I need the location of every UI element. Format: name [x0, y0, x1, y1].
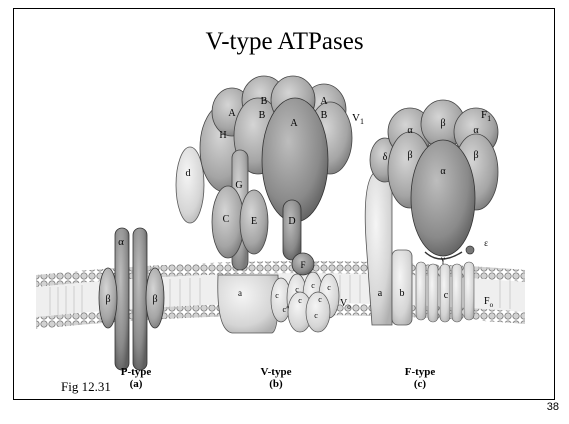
f-label-alpha-center: α — [440, 166, 446, 177]
v-label-c: c — [311, 281, 315, 290]
v-label-G: G — [235, 180, 242, 191]
f-label-alpha-top-right: α — [473, 125, 479, 136]
f-label-gamma: γ — [440, 254, 445, 264]
v-label-d: d — [186, 168, 191, 179]
v-label-F: F — [300, 260, 305, 270]
p-type-beta-left-label: β — [105, 294, 110, 305]
f-label-F1: F1 — [481, 109, 491, 123]
v-label-E: E — [251, 216, 257, 227]
panel-caption-f-type: F-type (c) — [385, 366, 455, 390]
panel-caption-v-type: V-type (b) — [241, 366, 311, 390]
f-type-subunit-alpha-center — [411, 140, 475, 256]
panel-sub-label: (b) — [241, 378, 311, 390]
v-label-D: D — [288, 216, 295, 227]
f-label-beta-top: β — [440, 118, 445, 129]
v-type-c-ring — [271, 272, 339, 332]
v-label-c: c — [298, 296, 302, 305]
panel-sub-label: (c) — [385, 378, 455, 390]
p-type-alpha-label: α — [118, 236, 124, 248]
v-label-C: C — [223, 214, 230, 225]
f-type-c-subunit — [452, 264, 462, 322]
f-label-beta-right: β — [473, 150, 478, 161]
v-label-B3: B — [321, 110, 328, 121]
f-label-c: c — [444, 290, 449, 301]
f-label-alpha-top-left: α — [407, 125, 413, 136]
v-label-V1: V1 — [352, 112, 364, 126]
v-label-c: c — [318, 295, 322, 304]
panel-sub-label: (a) — [101, 378, 171, 390]
v-label-A1: A — [228, 108, 236, 119]
p-type-beta-right-label: β — [152, 294, 157, 305]
v-label-H: H — [219, 130, 226, 141]
v-label-c: c — [295, 285, 299, 294]
f-label-beta-left: β — [407, 150, 412, 161]
v-label-c-double-prime: c″ — [283, 305, 290, 314]
v-label-c: c — [327, 283, 331, 292]
panel-type-label: P-type — [101, 366, 171, 378]
panel-type-label: F-type — [385, 366, 455, 378]
f-label-epsilon: ε — [484, 238, 488, 248]
v-label-c: c — [314, 311, 318, 320]
figure-label: Fig 12.31 — [61, 379, 111, 395]
f-label-a: a — [378, 288, 383, 299]
slide-number: 38 — [547, 401, 559, 413]
v-label-B2: B — [259, 110, 266, 121]
f-type-c-subunit — [416, 262, 426, 320]
f-type-subunit-epsilon — [466, 246, 474, 254]
v-type-subunit-d — [176, 147, 204, 223]
v-label-B1: B — [261, 96, 268, 107]
f-type-c-subunit — [464, 262, 474, 320]
panel-type-label: V-type — [241, 366, 311, 378]
v-type-subunit-a — [218, 275, 279, 333]
v-label-c: c — [275, 291, 279, 300]
f-label-b: b — [400, 288, 405, 299]
f-label-delta: δ — [383, 152, 388, 163]
v-label-A2: A — [320, 96, 328, 107]
p-type-alpha-right-helix — [133, 228, 147, 370]
v-label-A3: A — [290, 118, 298, 129]
v-label-a: a — [238, 288, 242, 298]
v-type-subunit-D — [283, 200, 301, 260]
panel-caption-p-type: P-type (a) — [101, 366, 171, 390]
f-type-c-subunit — [428, 264, 438, 322]
